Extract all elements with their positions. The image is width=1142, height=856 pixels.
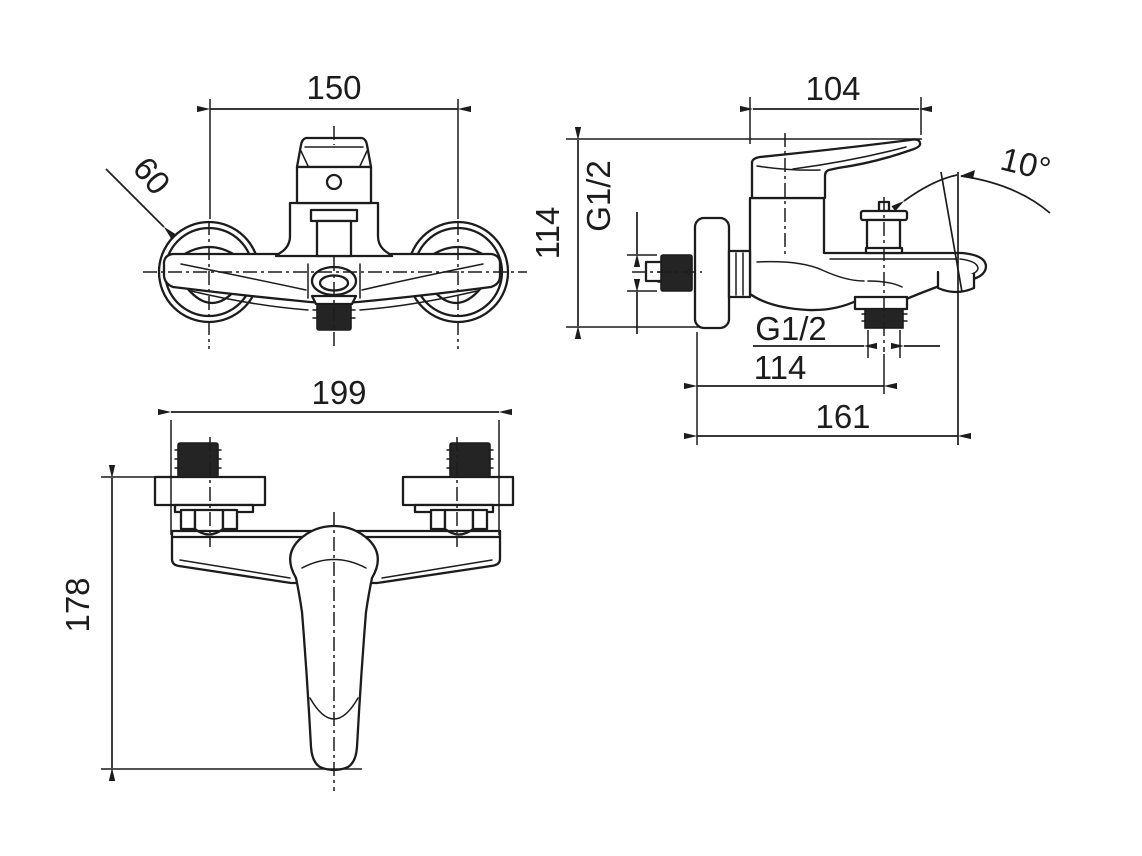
front-handle (295, 136, 373, 169)
dim-body-height: 114 (529, 207, 566, 260)
label-outlet-thread: G1/2 (755, 310, 827, 347)
top-right-flange (401, 475, 515, 507)
side-wall-plate (693, 216, 731, 330)
side-inlet-union (660, 254, 693, 292)
top-view: 199 178 (59, 374, 515, 791)
dim-escutcheon-diameter: 60 (126, 150, 178, 202)
label-inlet-thread: G1/2 (580, 160, 617, 232)
dim-wall-centers: 150 (306, 69, 361, 106)
dim-overall-width: 199 (311, 374, 366, 411)
dim-outlet-offset: 114 (754, 349, 807, 386)
dim-spout-angle: 10° (997, 140, 1054, 188)
dim-total-reach: 161 (815, 398, 870, 435)
handle-hole (325, 173, 343, 191)
side-view: 10° 104 114 G1/2 G1/2 114 161 (529, 70, 1054, 445)
front-view: 150 60 (105, 69, 527, 349)
top-left-inlet-nut (177, 442, 219, 478)
dim-handle-length: 104 (805, 70, 860, 107)
dim-overall-depth: 178 (59, 577, 96, 632)
top-right-inlet-nut (449, 442, 491, 478)
